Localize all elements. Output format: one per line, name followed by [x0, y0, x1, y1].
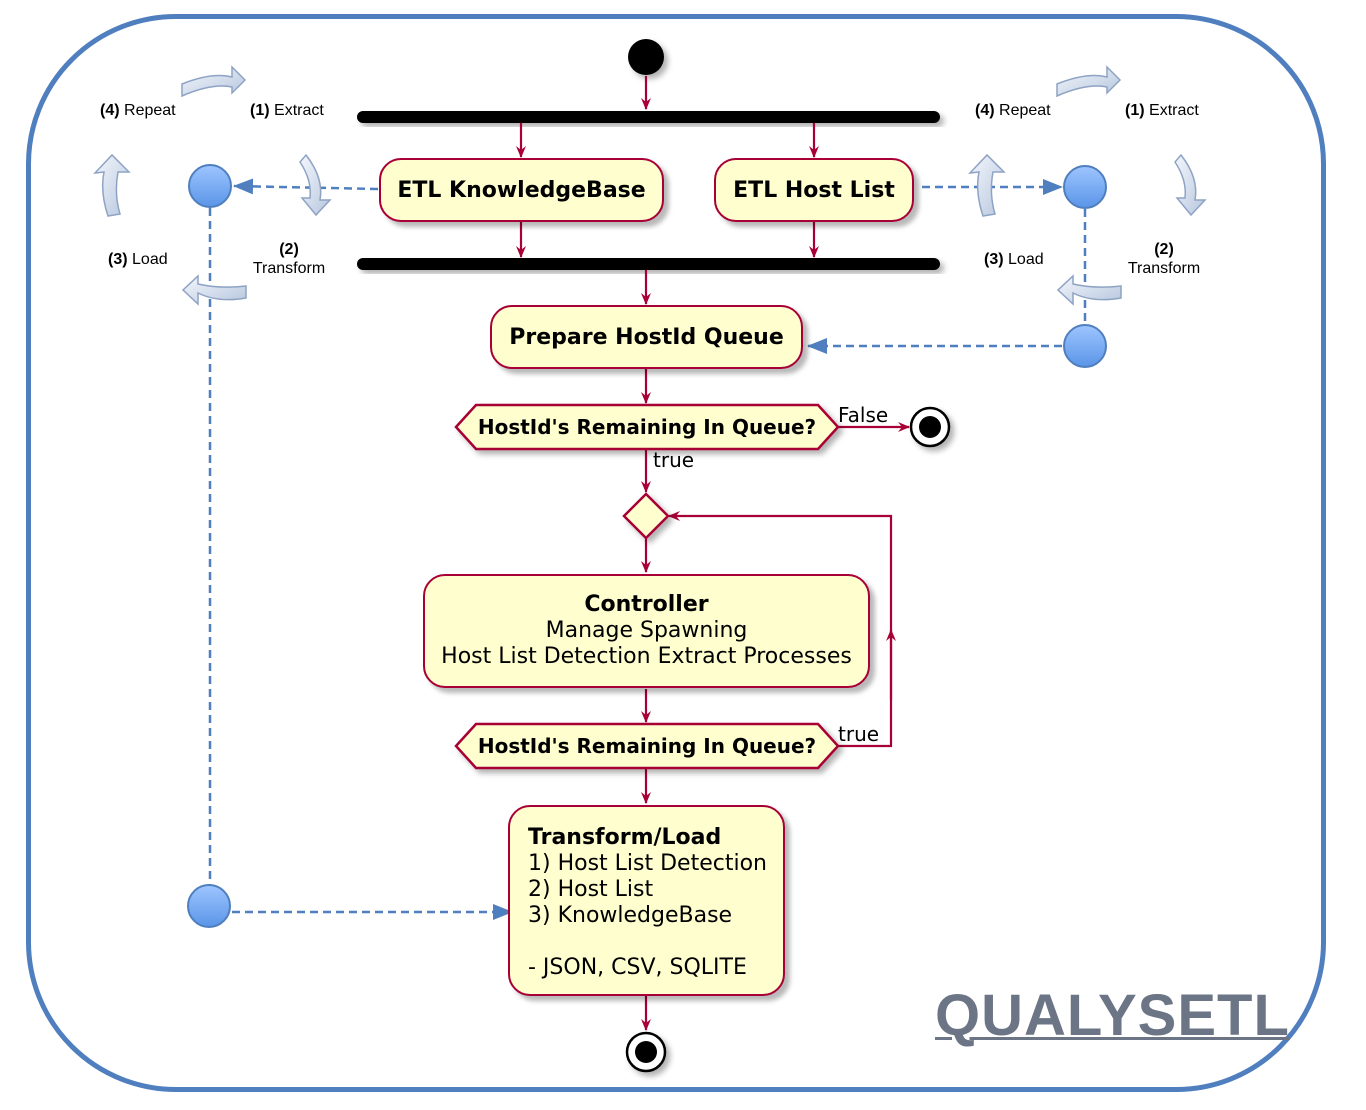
end-node-false: [909, 406, 951, 448]
left-cycle-load: (3) Load: [108, 250, 168, 269]
right-extract-label: Extract: [1149, 102, 1199, 119]
right-cycle-arrow-load-icon: [1056, 274, 1122, 306]
left-cycle-extract: (1) Extract: [250, 101, 324, 120]
left-transform-label: Transform: [252, 260, 326, 277]
right-cycle-extract: (1) Extract: [1125, 101, 1199, 120]
etl-host-list-label: ETL Host List: [733, 177, 895, 203]
right-cycle-arrow-transform-icon: [1174, 153, 1207, 217]
transform-load-item-2: 2) Host List: [528, 877, 654, 902]
left-bottom-circle: [187, 884, 231, 928]
left-repeat-label: Repeat: [124, 102, 176, 119]
transform-load-title: Transform/Load: [528, 825, 722, 850]
controller-line-2: Host List Detection Extract Processes: [441, 644, 852, 669]
transform-load-item-1: 1) Host List Detection: [528, 851, 767, 876]
controller-node: Controller Manage Spawning Host List Det…: [423, 574, 870, 688]
left-load-label: Load: [132, 251, 168, 268]
decision-2-shape: [454, 722, 840, 770]
etl-host-list-node: ETL Host List: [714, 158, 914, 222]
transform-load-spacer: [528, 929, 783, 955]
left-cycle-arrow-load-icon: [181, 274, 247, 306]
left-cycle-repeat: (4) Repeat: [100, 101, 176, 120]
right-extract-num: (1): [1125, 102, 1145, 119]
left-cycle-arrow-extract-icon: [181, 65, 247, 98]
prepare-hostid-queue-label: Prepare HostId Queue: [509, 324, 784, 350]
start-node: [628, 39, 664, 75]
merge-diamond: [622, 492, 670, 540]
etl-knowledgebase-node: ETL KnowledgeBase: [379, 158, 664, 222]
prepare-hostid-queue-node: Prepare HostId Queue: [490, 305, 803, 369]
transform-load-node: Transform/Load 1) Host List Detection 2)…: [508, 805, 785, 996]
right-transform-num: (2): [1154, 241, 1174, 258]
right-bottom-circle: [1063, 324, 1107, 368]
right-repeat-num: (4): [975, 102, 995, 119]
decision-1-shape: [454, 403, 840, 451]
left-cycle-transform: (2) Transform: [250, 240, 328, 278]
right-repeat-label: Repeat: [999, 102, 1051, 119]
transform-load-formats: - JSON, CSV, SQLITE: [528, 955, 747, 980]
true-loop-label: true: [838, 722, 879, 746]
etl-knowledgebase-label: ETL KnowledgeBase: [397, 177, 646, 203]
left-repeat-num: (4): [100, 102, 120, 119]
end-node-final: [625, 1031, 667, 1073]
left-extract-label: Extract: [274, 102, 324, 119]
fork-bar: [357, 111, 940, 123]
right-load-num: (3): [984, 251, 1004, 268]
left-cycle-arrow-transform-icon: [299, 153, 332, 217]
right-cycle-arrow-extract-icon: [1056, 65, 1122, 98]
controller-title: Controller: [584, 592, 709, 617]
right-cycle-arrow-repeat-icon: [968, 153, 1006, 217]
right-top-circle: [1063, 165, 1107, 209]
right-load-label: Load: [1008, 251, 1044, 268]
decision-1-label: HostId's Remaining In Queue?: [478, 415, 816, 439]
transform-load-item-3: 3) KnowledgeBase: [528, 903, 733, 928]
right-cycle-load: (3) Load: [984, 250, 1044, 269]
dashed-kb-to-left-circle: [233, 178, 379, 195]
left-load-num: (3): [108, 251, 128, 268]
decision-2-label: HostId's Remaining In Queue?: [478, 734, 816, 758]
right-cycle-repeat: (4) Repeat: [975, 101, 1051, 120]
true-down-label: true: [653, 448, 694, 472]
left-extract-num: (1): [250, 102, 270, 119]
right-cycle-transform: (2) Transform: [1125, 240, 1203, 278]
brand-logo-text: QUALYSETL: [935, 983, 1290, 1048]
left-transform-num: (2): [279, 241, 299, 258]
controller-line-1: Manage Spawning: [545, 618, 748, 643]
join-bar: [357, 258, 940, 270]
right-transform-label: Transform: [1127, 260, 1201, 277]
false-label: False: [838, 403, 888, 427]
left-top-circle: [188, 164, 232, 208]
left-cycle-arrow-repeat-icon: [93, 153, 131, 217]
